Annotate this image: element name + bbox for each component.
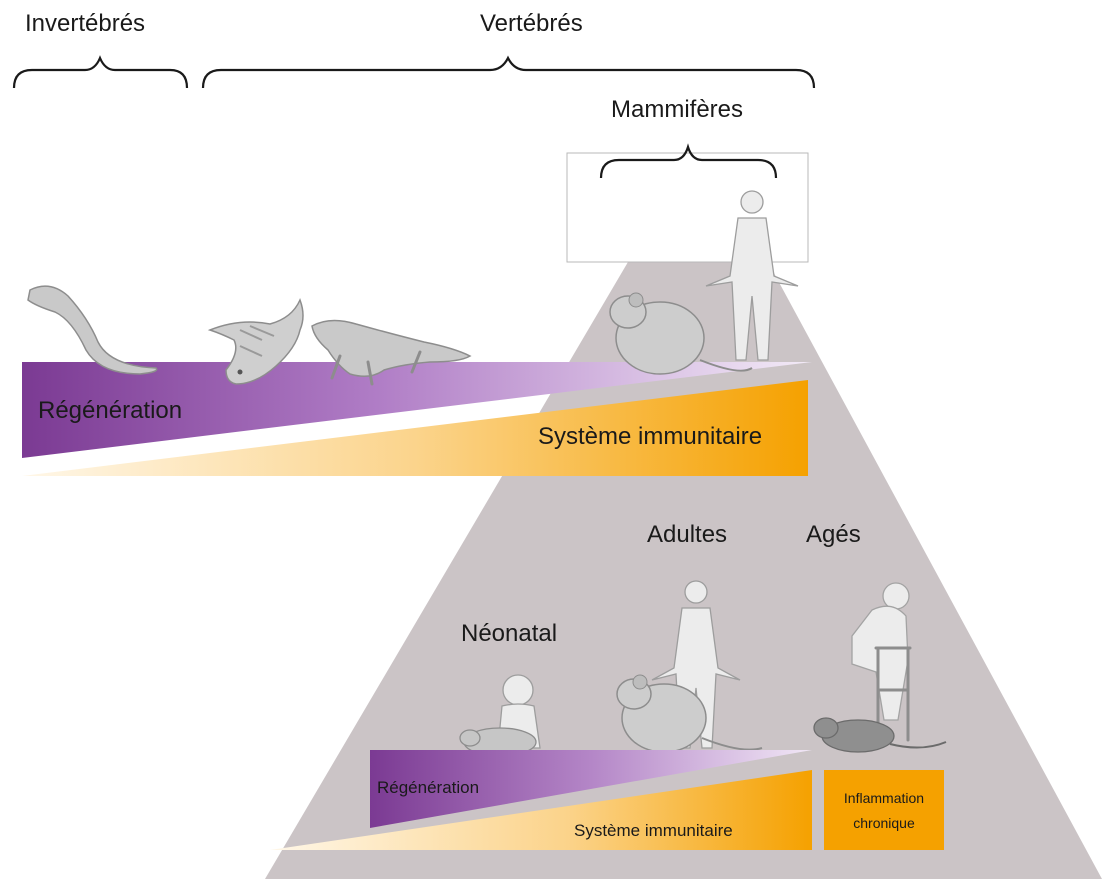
bottom-regeneration-label: Régénération — [377, 778, 479, 797]
mouse-icon — [609, 292, 753, 375]
bottom-immune-label: Système immunitaire — [574, 821, 733, 840]
top-immune-label: Système immunitaire — [538, 423, 762, 450]
vertebrates-label: Vertébrés — [480, 10, 583, 37]
salamander-icon — [311, 319, 472, 386]
mouse-icon — [813, 717, 947, 753]
adults-label: Adultes — [647, 521, 727, 548]
inflammation-label-line1: Inflammation — [844, 790, 924, 806]
mouse-icon — [459, 727, 537, 757]
top-immune-wedge — [22, 380, 808, 476]
mouse-icon — [616, 674, 763, 753]
top-regeneration-wedge — [22, 362, 812, 458]
aged-human-icon — [851, 582, 910, 721]
inflammation-label-line2: chronique — [853, 815, 915, 831]
bottom-immune-wedge — [270, 770, 812, 850]
walker-icon — [874, 646, 912, 742]
mammals-brace — [599, 143, 778, 179]
neonatal-label: Néonatal — [461, 620, 557, 647]
inflammation-box — [824, 770, 944, 850]
invertebrates-label: Invertébrés — [25, 10, 145, 37]
bottom-regeneration-wedge — [370, 750, 812, 828]
vertebrates-brace — [201, 55, 816, 89]
mammals-label: Mammifères — [611, 96, 743, 123]
top-regeneration-label: Régénération — [38, 397, 182, 424]
zebrafish-icon — [207, 298, 304, 385]
flatworm-icon — [27, 285, 158, 375]
human-icon — [705, 190, 799, 361]
aged-label: Agés — [806, 521, 861, 548]
zoom-funnel — [265, 262, 1102, 879]
invertebrates-brace — [12, 55, 189, 89]
